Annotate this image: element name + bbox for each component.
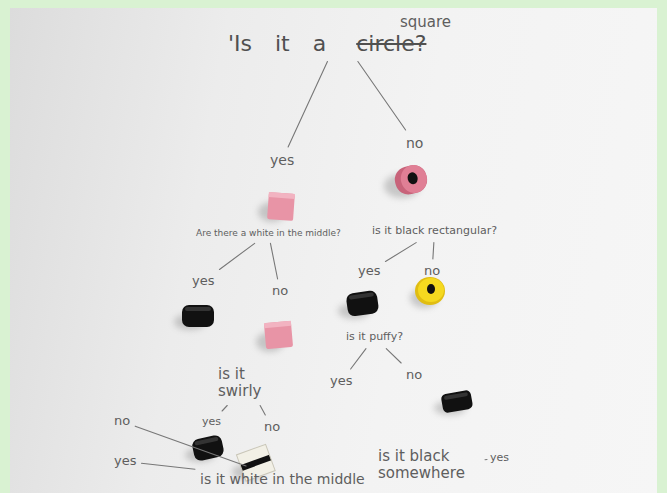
no-label: no — [112, 412, 132, 431]
yes-label: yes — [190, 272, 216, 291]
handwritten-text: square — [400, 14, 451, 31]
pencil-line — [432, 243, 434, 259]
question-text: is it black rectangular? — [370, 223, 499, 240]
handwritten-text: yes — [330, 374, 352, 389]
yes-label: yes — [112, 452, 138, 471]
question-text: is it swirly — [216, 364, 280, 403]
handwritten-text: no — [424, 264, 440, 279]
yes-label: yes — [200, 414, 223, 431]
pencil-line — [288, 62, 327, 147]
pencil-line — [135, 426, 246, 466]
handwritten-text: is it black rectangular? — [372, 225, 497, 238]
question-text: is it black somewhere — [376, 446, 484, 485]
handwritten-text: no — [264, 420, 280, 435]
handwritten-text: yes — [114, 454, 136, 469]
pencil-line — [219, 243, 254, 269]
question-text: is it puffy? — [344, 329, 405, 346]
handwritten-text: Are there a white in the middle? — [196, 228, 341, 238]
pencil-line — [386, 349, 401, 363]
no-label: no — [262, 418, 282, 437]
pencil-line — [485, 459, 487, 460]
pencil-line — [222, 406, 227, 412]
yes-label: yes — [268, 150, 296, 170]
handwritten-text: yes — [358, 264, 380, 279]
handwritten-text: is it white in the middle — [200, 471, 365, 487]
handwritten-text: is it black somewhere — [378, 448, 482, 483]
question-text: Are there a white in the middle? — [194, 226, 343, 240]
question-title: square 'Is it a circle? — [226, 12, 453, 59]
handwritten-text: is it puffy? — [346, 331, 403, 344]
yes-label: yes — [488, 450, 511, 467]
yes-label: yes — [356, 262, 382, 281]
handwritten-text: 'Is it a — [228, 31, 326, 56]
handwritten-text: no — [272, 284, 288, 299]
handwritten-text: no — [114, 414, 130, 429]
pencil-line — [260, 406, 265, 416]
question-text: is it white in the middle — [198, 469, 367, 489]
yes-label: yes — [328, 372, 354, 391]
no-label: no — [422, 262, 442, 281]
no-label: no — [404, 366, 424, 385]
handwritten-text: yes — [270, 152, 294, 168]
pencil-line — [385, 243, 416, 262]
handwritten-text: circle? — [356, 31, 426, 56]
handwritten-text: is it swirly — [218, 366, 278, 401]
no-label: no — [270, 282, 290, 301]
handwritten-text: yes — [192, 274, 214, 289]
handwritten-text: yes — [202, 416, 221, 429]
pencil-line — [270, 243, 277, 279]
handwritten-text: yes — [490, 452, 509, 465]
paper-sheet — [10, 8, 657, 493]
pencil-line — [141, 463, 195, 469]
handwritten-text: no — [406, 135, 423, 151]
pencil-line — [358, 62, 406, 130]
no-label: no — [404, 133, 425, 153]
pencil-line — [351, 349, 366, 369]
handwritten-text: no — [406, 368, 422, 383]
